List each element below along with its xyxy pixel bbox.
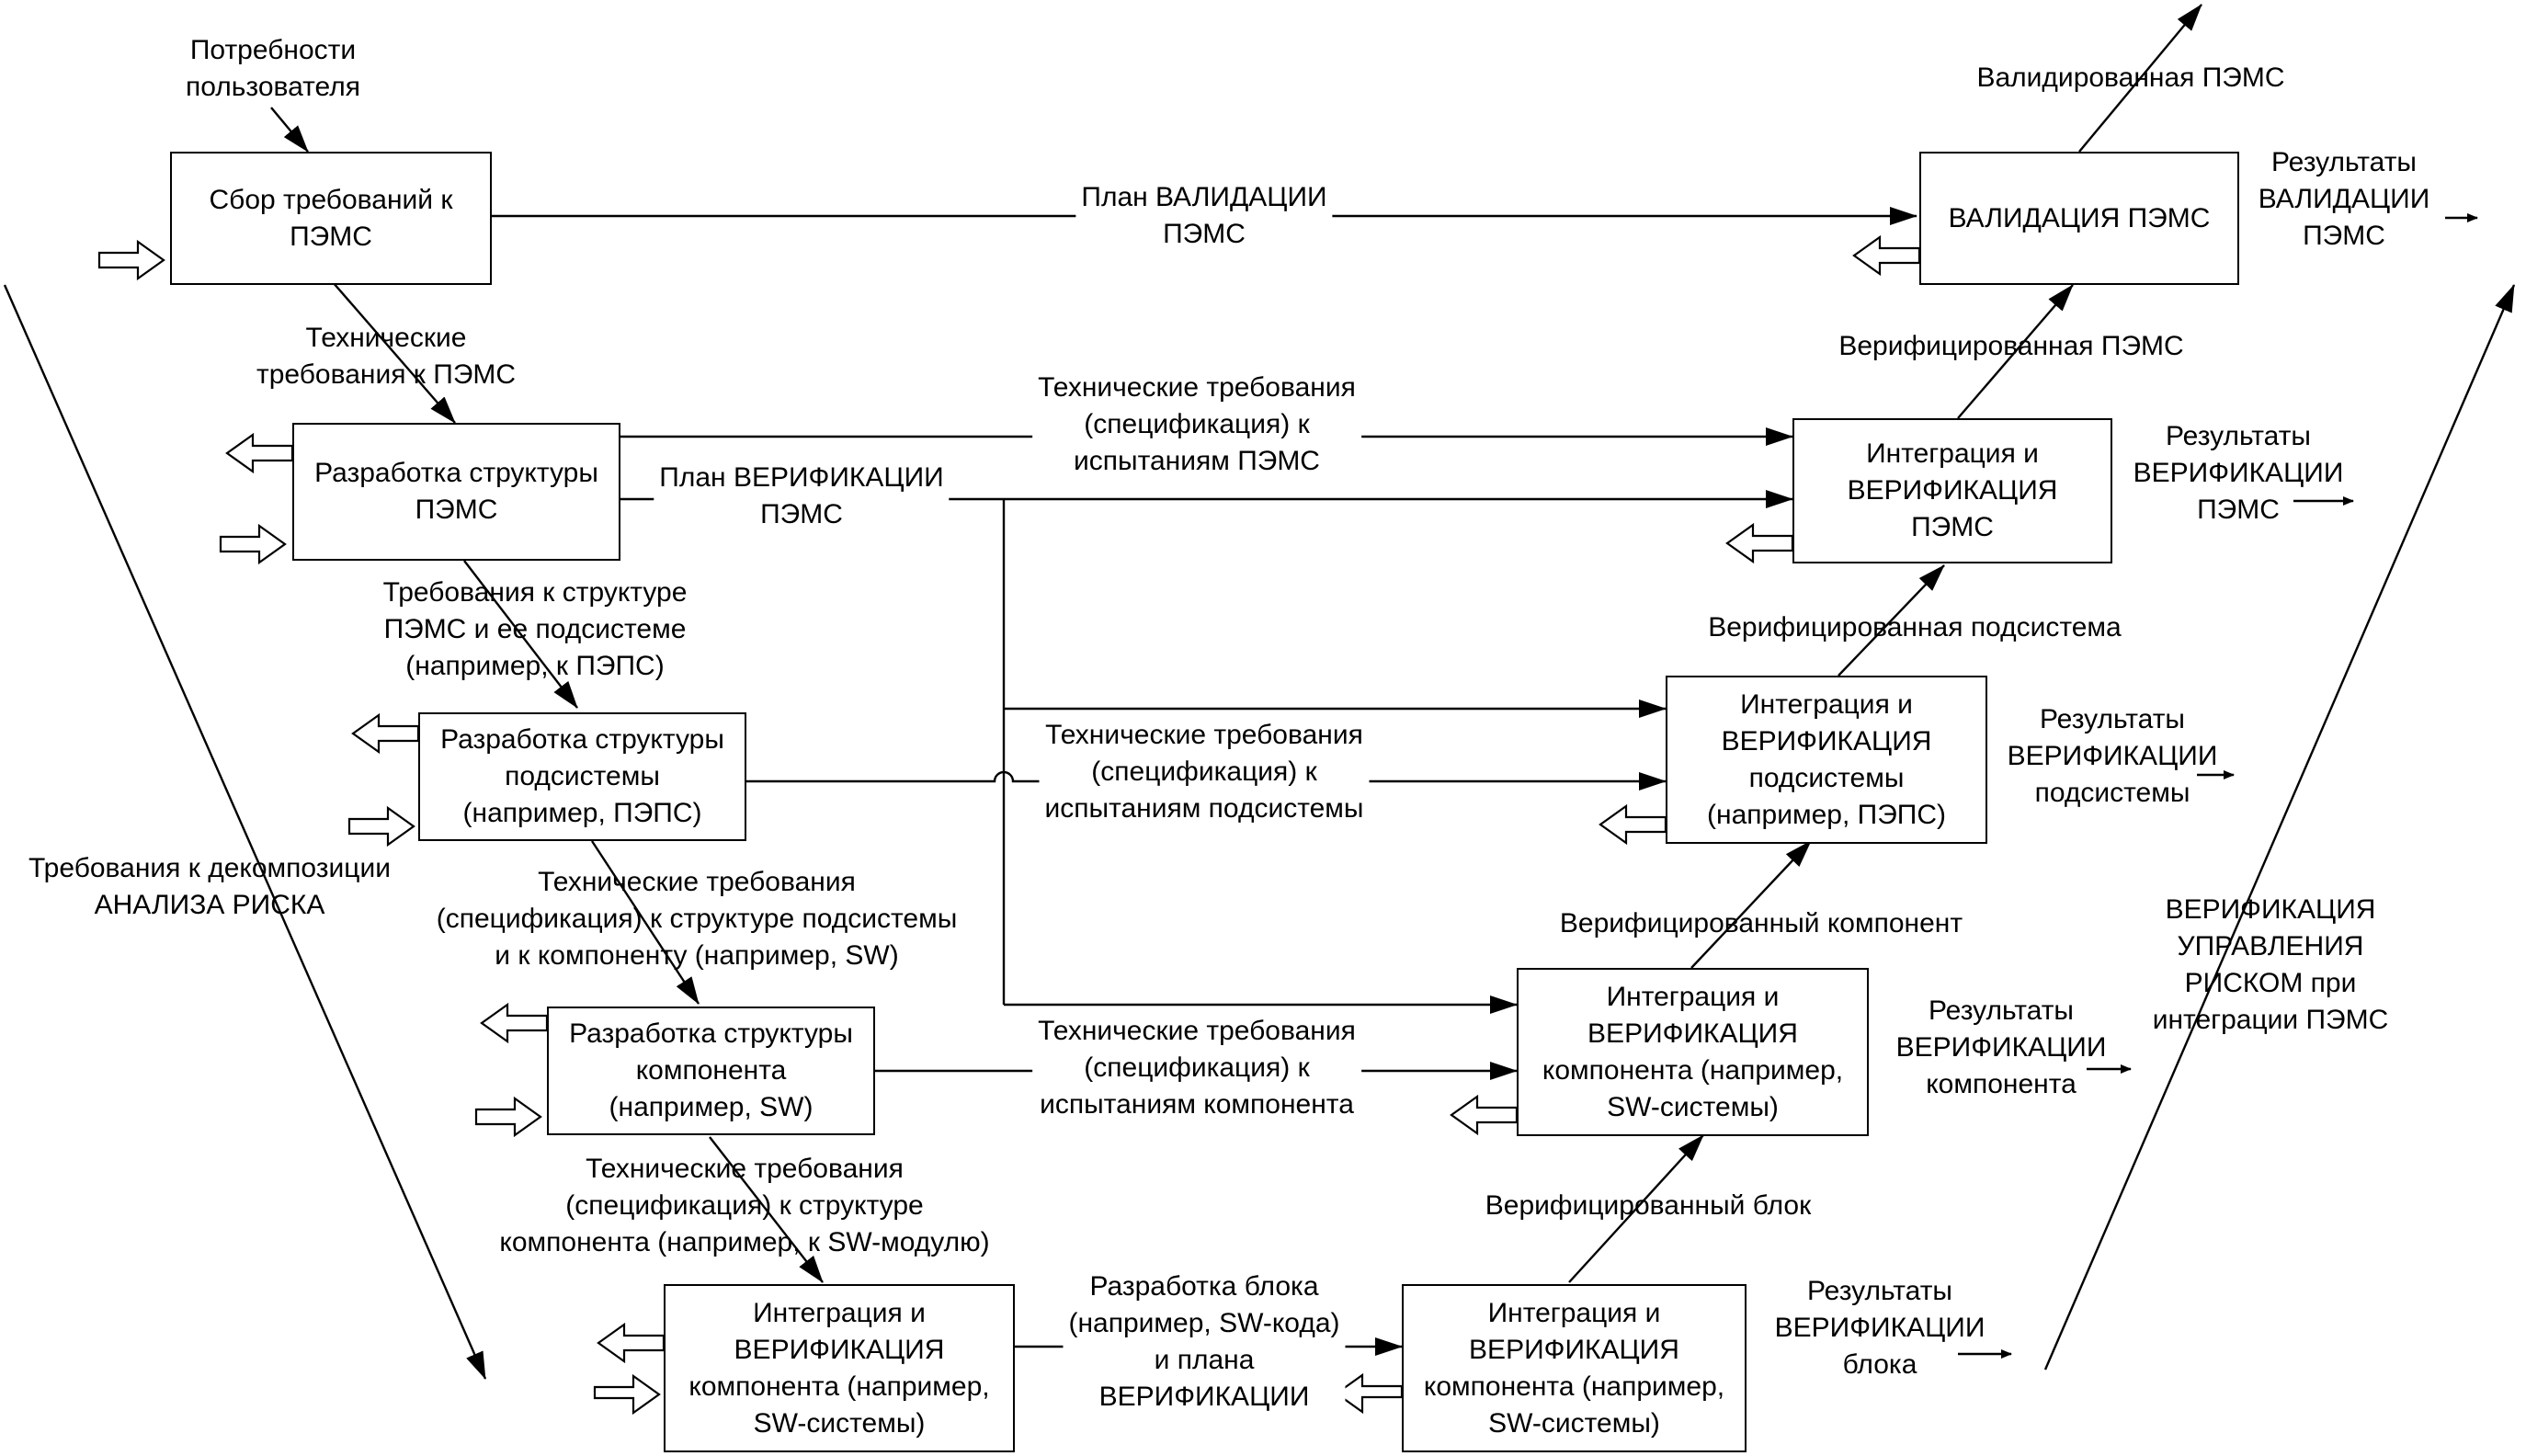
input-block-arrow <box>593 1373 661 1416</box>
component-structure-spec-label: Технические требования (спецификация) к … <box>499 1154 990 1257</box>
risk-decomposition-label: Требования к декомпозиции АНАЛИЗА РИСКА <box>28 853 391 920</box>
verified-pems-arrow <box>1957 284 2074 419</box>
verification-plan-label: План ВЕРИФИКАЦИИ ПЭМС <box>654 460 950 533</box>
unit-verification-results-label: Результаты ВЕРИФИКАЦИИ блока <box>1774 1276 1986 1380</box>
validation-plan-label: План ВАЛИДАЦИИ ПЭМС <box>1075 179 1333 253</box>
verified-component-arrow <box>1690 840 1812 969</box>
user-needs-label: Потребности пользователя <box>186 35 360 102</box>
risk-verification-arrow <box>2043 284 2516 1371</box>
structure-requirements-label: Требования к структуре ПЭМС и ее подсист… <box>382 577 688 681</box>
risk-decomposition-arrow <box>3 284 487 1380</box>
unit-development-label: Разработка блока (например, SW-кода) и п… <box>1063 1268 1346 1416</box>
verified-component-label: Верифицированный компонент <box>1559 908 1963 938</box>
output-block-arrow <box>1450 1094 1519 1136</box>
pems-verification-results-label: Результаты ВЕРИФИКАЦИИ ПЭМС <box>2133 421 2344 525</box>
input-block-arrow <box>474 1096 542 1138</box>
validated-pems-arrow <box>2078 4 2202 153</box>
unit-integration-right-box: Интеграция и ВЕРИФИКАЦИЯ компонента (нап… <box>1402 1284 1747 1452</box>
requirements-collection-box: Сбор требований к ПЭМС <box>170 152 492 285</box>
output-block-arrow <box>225 432 294 474</box>
output-block-arrow <box>1599 803 1667 846</box>
output-block-arrow <box>597 1322 666 1364</box>
risk-verification-label: ВЕРИФИКАЦИЯ УПРАВЛЕНИЯ РИСКОМ при интегр… <box>2152 894 2389 1035</box>
subsystem-component-connector <box>590 840 700 1005</box>
component-integration-box: Интеграция и ВЕРИФИКАЦИЯ компонента (нап… <box>1517 968 1869 1136</box>
verified-unit-arrow <box>1568 1134 1704 1283</box>
pems-integration-box: Интеграция и ВЕРИФИКАЦИЯ ПЭМС <box>1792 418 2112 563</box>
pems-structure-box: Разработка структуры ПЭМС <box>292 423 620 561</box>
structure-requirements-connector <box>463 560 578 709</box>
pems-validation-box: ВАЛИДАЦИЯ ПЭМС <box>1919 152 2239 285</box>
validated-pems-label: Валидированная ПЭМС <box>1976 63 2285 93</box>
subsystem-structure-box: Разработка структуры подсистемы (наприме… <box>418 712 746 841</box>
user-needs-arrow <box>270 107 309 153</box>
verified-subsystem-arrow <box>1838 564 1945 677</box>
component-structure-box: Разработка структуры компонента (наприме… <box>547 1007 875 1135</box>
subsystem-test-spec-label: Технические требования (спецификация) к … <box>1039 717 1370 827</box>
input-block-arrow <box>97 239 165 281</box>
input-block-arrow <box>347 805 415 847</box>
output-block-arrow <box>1852 234 1921 277</box>
output-block-arrow <box>480 1002 549 1044</box>
subsystem-integration-box: Интеграция и ВЕРИФИКАЦИЯ подсистемы (нап… <box>1666 676 1987 844</box>
unit-integration-left-box: Интеграция и ВЕРИФИКАЦИЯ компонента (нап… <box>664 1284 1015 1452</box>
component-verification-results-label: Результаты ВЕРИФИКАЦИИ компонента <box>1895 995 2107 1099</box>
input-block-arrow <box>219 523 287 565</box>
pems-test-spec-label: Технические требования (спецификация) к … <box>1032 370 1361 480</box>
subsystem-test-spec-arrow <box>746 770 1667 791</box>
component-unit-connector <box>709 1136 824 1283</box>
output-block-arrow <box>1335 1372 1404 1415</box>
pems-requirements-connector <box>332 281 456 424</box>
subsystem-verification-results-label: Результаты ВЕРИФИКАЦИИ подсистемы <box>2007 704 2218 808</box>
subsystem-component-spec-label: Технические требования (спецификация) к … <box>436 867 958 971</box>
output-block-arrow <box>1725 522 1794 564</box>
verified-pems-label: Верифицированная ПЭМС <box>1838 331 2184 361</box>
verified-unit-label: Верифицированный блок <box>1485 1190 1812 1221</box>
validation-results-label: Результаты ВАЛИДАЦИИ ПЭМС <box>2258 147 2430 251</box>
output-block-arrow <box>351 712 420 755</box>
verified-subsystem-label: Верифицированная подсистема <box>1708 612 2122 643</box>
component-test-spec-label: Технические требования (спецификация) к … <box>1032 1013 1361 1123</box>
pems-tech-requirements-label: Технические требования к ПЭМС <box>256 323 517 390</box>
